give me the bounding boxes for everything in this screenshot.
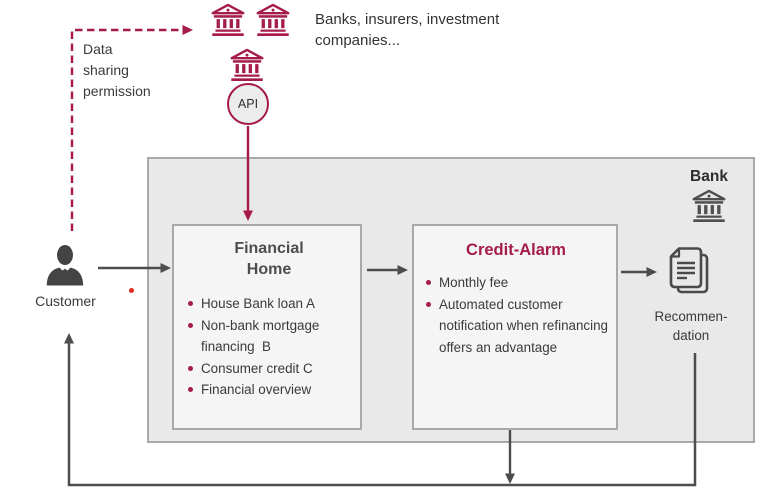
list-item: Consumer credit C <box>186 358 352 380</box>
list-item: Non-bank mortgage financing B <box>186 315 352 358</box>
documents-icon <box>662 243 716 301</box>
customer-person-icon <box>45 243 85 288</box>
bullet-icon <box>188 301 193 306</box>
bank-panel-title: Bank <box>690 168 728 185</box>
data-sharing-permission-label: Data sharing permission <box>83 41 151 99</box>
list-item: Monthly fee <box>424 272 608 294</box>
list-item: Automated customer notification when ref… <box>424 294 608 359</box>
red-dot <box>129 288 134 293</box>
bullet-icon <box>426 301 431 307</box>
bullet-icon <box>426 280 431 285</box>
financial-home-card: Financial Home House Bank loan A Non-ban… <box>172 224 362 430</box>
bank-building-icon <box>253 3 293 36</box>
recommendation-label: Recommen- dation <box>654 309 728 343</box>
bank-building-icon <box>689 189 729 222</box>
list-item: Financial overview <box>186 379 352 401</box>
banks-caption: Banks, insurers, investment companies... <box>315 11 500 49</box>
financial-home-title: Financial Home <box>234 240 304 278</box>
bullet-icon <box>188 387 193 392</box>
credit-alarm-card: Credit-Alarm Monthly fee Automated custo… <box>412 224 618 430</box>
api-label: API <box>237 97 259 111</box>
api-badge: API <box>227 83 269 125</box>
bank-building-icon <box>227 48 267 81</box>
bank-building-icon <box>208 3 248 36</box>
bank-panel-header: Bank <box>679 168 739 222</box>
bullet-icon <box>188 365 193 371</box>
credit-alarm-bullet-list: Monthly fee Automated customer notificat… <box>424 272 608 358</box>
list-item: House Bank loan A <box>186 293 352 315</box>
bullet-icon <box>188 322 193 328</box>
financial-home-bullet-list: House Bank loan A Non-bank mortgage fina… <box>186 293 352 401</box>
credit-alarm-title: Credit-Alarm <box>466 241 566 259</box>
customer-label: Customer <box>35 293 96 309</box>
